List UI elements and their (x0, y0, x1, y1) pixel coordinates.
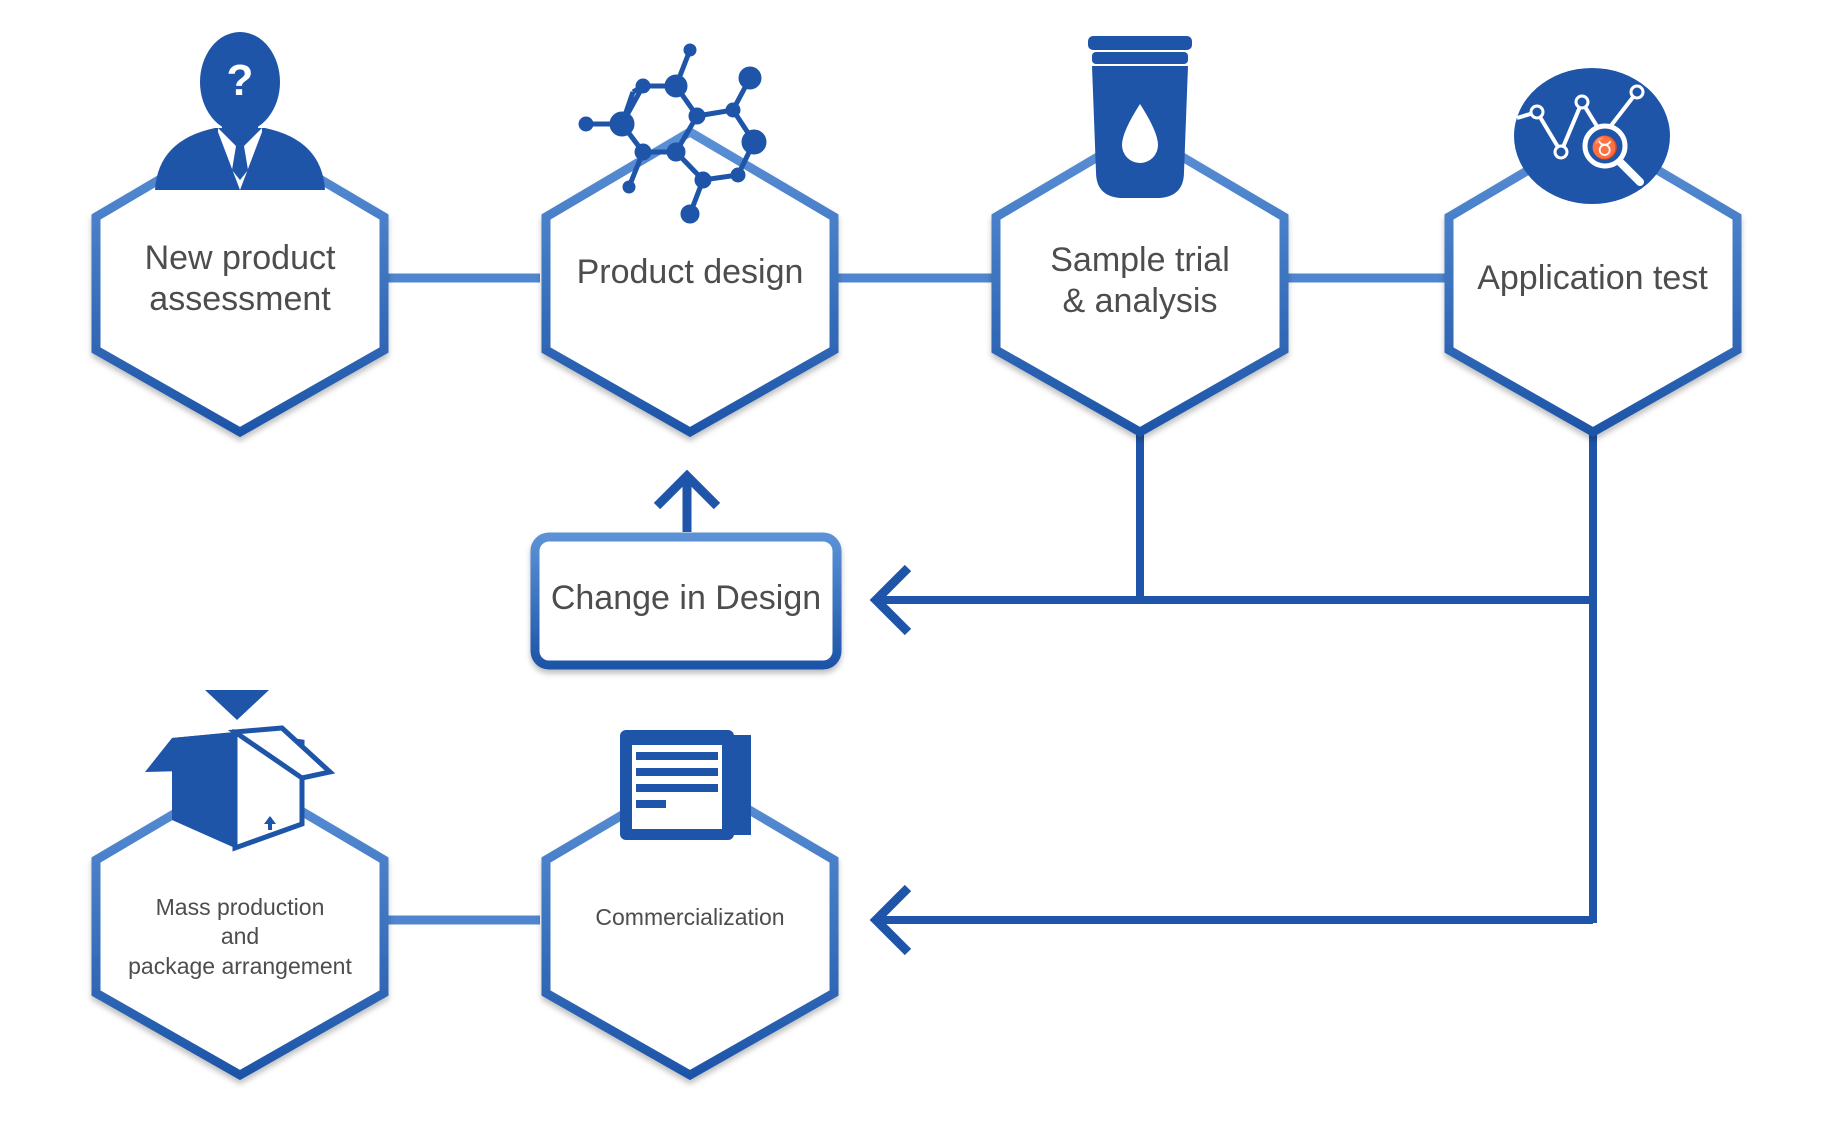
svg-text:♉: ♉ (1591, 135, 1618, 160)
person-question-icon: ? (155, 32, 325, 190)
connectors (385, 273, 1445, 925)
molecule-icon (578, 43, 767, 224)
change-in-design-label: Change in Design (550, 579, 822, 617)
hex-product-design (541, 126, 839, 438)
arrow-left-to-commercial-icon (869, 884, 912, 956)
hex-new-product (91, 126, 389, 438)
open-box-icon (145, 690, 336, 852)
hex-sample-trial (991, 126, 1289, 438)
hexagons (91, 126, 1742, 1081)
commercialization-label: Commercialization (595, 904, 785, 930)
hex-commercialization (541, 769, 839, 1081)
hex-application-test (1444, 126, 1742, 438)
hex-mass-production (91, 769, 389, 1081)
product-design-label: Product design (576, 253, 804, 291)
feedback-lines (880, 432, 1597, 924)
new-product-assessment-label: New product assessment (144, 239, 336, 318)
application-test-label: Application test (1477, 259, 1708, 297)
arrow-up-to-design-icon (653, 469, 721, 532)
analytics-magnifier-icon: ♉ (1514, 68, 1670, 204)
arrow-left-to-change-icon (869, 564, 912, 636)
sample-trial-label: Sample trial & analysis (1050, 241, 1230, 320)
change-in-design-box (530, 532, 842, 670)
document-icon (620, 730, 751, 840)
sample-bottle-icon (1088, 36, 1192, 198)
svg-text:?: ? (227, 56, 254, 105)
mass-production-label: Mass production and package arrangement (128, 894, 352, 979)
